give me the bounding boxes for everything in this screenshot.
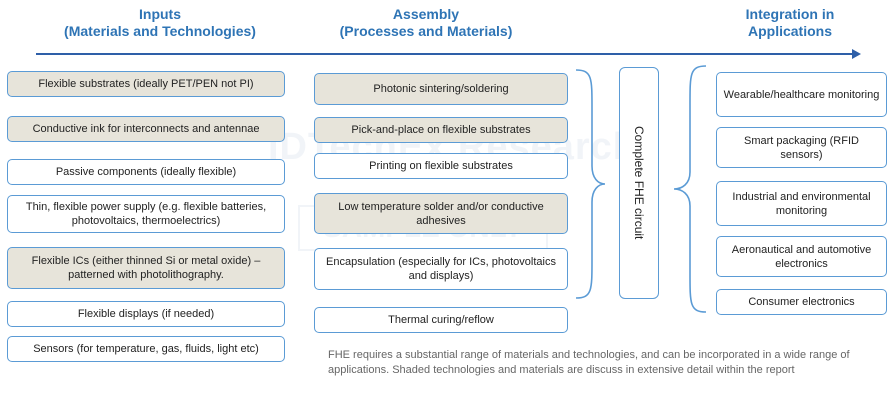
input-label: Conductive ink for interconnects and ant… [32,123,260,135]
application-label: Consumer electronics [748,296,855,308]
footnote: FHE requires a substantial range of mate… [328,349,850,376]
assembly-box-encapsulation: Encapsulation (especially for ICs, photo… [314,248,568,290]
header-assembly-title: Assembly [392,6,460,22]
assembly-box-pick-and-place: Pick-and-place on flexible substrates [314,117,568,143]
flow-arrow-head-icon [852,49,861,59]
input-label: Sensors (for temperature, gas, fluids, l… [33,343,259,355]
application-label: Aeronautical and automotive electronics [731,243,872,270]
assembly-brace [575,69,606,299]
input-label: Passive components (ideally flexible) [55,166,237,178]
flow-arrow-line [36,53,856,55]
input-box-substrates: Flexible substrates (ideally PET/PEN not… [7,71,285,97]
application-box-consumer: Consumer electronics [716,289,887,315]
assembly-label: Photonic sintering/soldering [373,83,509,95]
header-inputs: Inputs (Materials and Technologies) [40,6,280,40]
assembly-label: Thermal curing/reflow [388,314,494,326]
input-label: Flexible ICs (either thinned Si or metal… [31,255,261,281]
header-assembly-subtitle: (Processes and Materials) [339,23,513,39]
assembly-label: Pick-and-place on flexible substrates [351,124,531,136]
input-label: Thin, flexible power supply (e.g. flexib… [25,201,267,227]
input-box-flexible-ics: Flexible ICs (either thinned Si or metal… [7,247,285,289]
input-box-conductive-ink: Conductive ink for interconnects and ant… [7,116,285,142]
assembly-label: Low temperature solder and/or conductive… [338,200,544,227]
application-box-industrial: Industrial and environmental monitoring [716,181,887,226]
application-box-smart-packaging: Smart packaging (RFID sensors) [716,127,887,168]
input-box-power-supply: Thin, flexible power supply (e.g. flexib… [7,195,285,233]
application-box-aeronautical: Aeronautical and automotive electronics [716,236,887,277]
assembly-box-thermal-curing: Thermal curing/reflow [314,307,568,333]
assembly-label: Printing on flexible substrates [369,160,513,172]
header-integration-title: Integration in [745,6,835,22]
assembly-label: Encapsulation (especially for ICs, photo… [326,256,556,282]
application-label: Smart packaging (RFID sensors) [744,134,859,161]
application-label: Wearable/healthcare monitoring [723,88,880,101]
header-inputs-subtitle: (Materials and Technologies) [64,23,256,39]
assembly-box-low-temp-solder: Low temperature solder and/or conductive… [314,193,568,234]
header-assembly: Assembly (Processes and Materials) [306,6,546,40]
assembly-box-photonic-sintering: Photonic sintering/soldering [314,73,568,105]
header-inputs-title: Inputs [139,6,181,22]
applications-brace [673,65,707,313]
application-label: Industrial and environmental monitoring [732,190,871,217]
header-integration: Integration in Applications [730,6,850,40]
input-box-sensors: Sensors (for temperature, gas, fluids, l… [7,336,285,362]
input-box-displays: Flexible displays (if needed) [7,301,285,327]
application-box-wearable: Wearable/healthcare monitoring [716,72,887,117]
input-box-passive-components: Passive components (ideally flexible) [7,159,285,185]
assembly-box-printing: Printing on flexible substrates [314,153,568,179]
input-label: Flexible substrates (ideally PET/PEN not… [38,78,254,90]
complete-fhe-circuit-box: Complete FHE circuit [619,67,659,299]
header-integration-subtitle: Applications [747,23,832,39]
complete-fhe-circuit-label: Complete FHE circuit [632,126,646,240]
input-label: Flexible displays (if needed) [77,308,215,320]
